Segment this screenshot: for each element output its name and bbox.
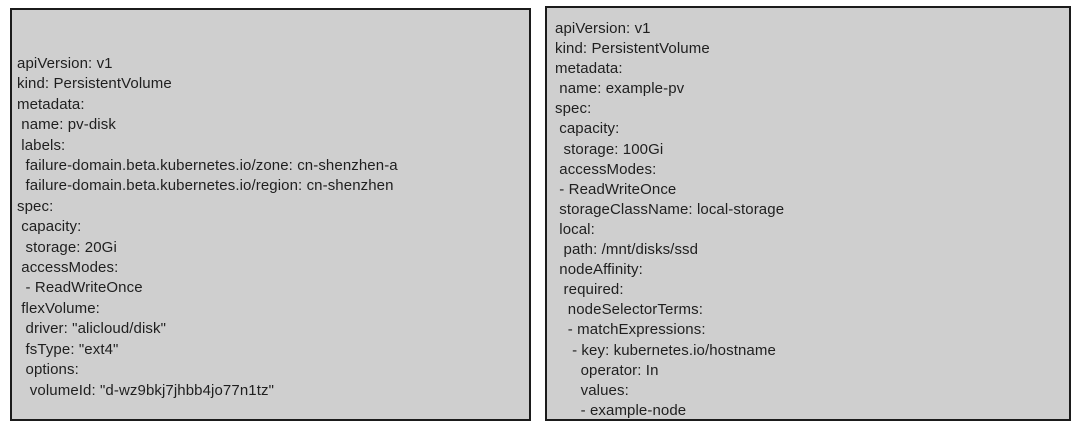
- pv-disk-yaml-code: apiVersion: v1 kind: PersistentVolume me…: [17, 55, 398, 399]
- pv-disk-yaml-panel: apiVersion: v1 kind: PersistentVolume me…: [10, 8, 531, 421]
- example-pv-yaml-panel: apiVersion: v1 kind: PersistentVolume me…: [545, 6, 1071, 421]
- example-pv-yaml-code: apiVersion: v1 kind: PersistentVolume me…: [555, 20, 785, 419]
